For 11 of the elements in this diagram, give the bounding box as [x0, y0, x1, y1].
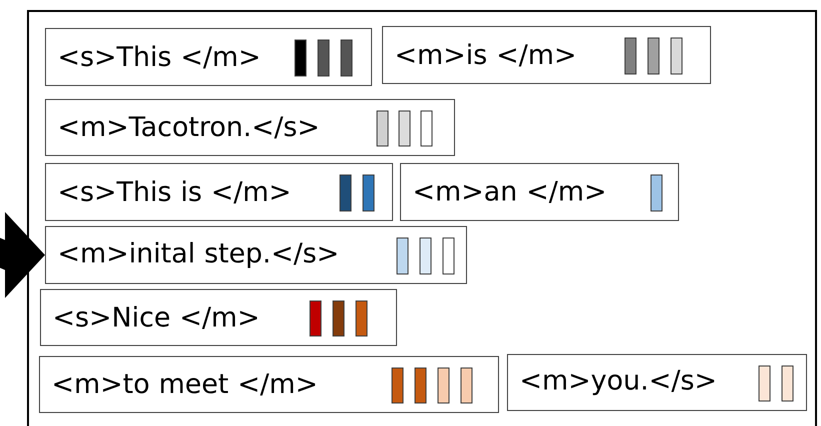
- token-box: <s>This is </m>: [45, 163, 393, 221]
- frame-box: [27, 10, 818, 426]
- token-box: <m>inital step.</s>: [45, 226, 467, 284]
- token-box: <m>Tacotron.</s>: [45, 99, 455, 156]
- token-box: <m>you.</s>: [507, 354, 807, 411]
- token-box: <m>is </m>: [382, 26, 711, 84]
- arrow: [0, 212, 45, 298]
- token-box: <s>This </m>: [45, 28, 372, 86]
- token-box: <m>an </m>: [400, 163, 679, 221]
- token-box: <s>Nice </m>: [40, 289, 397, 346]
- token-box: <m>to meet </m>: [39, 356, 500, 413]
